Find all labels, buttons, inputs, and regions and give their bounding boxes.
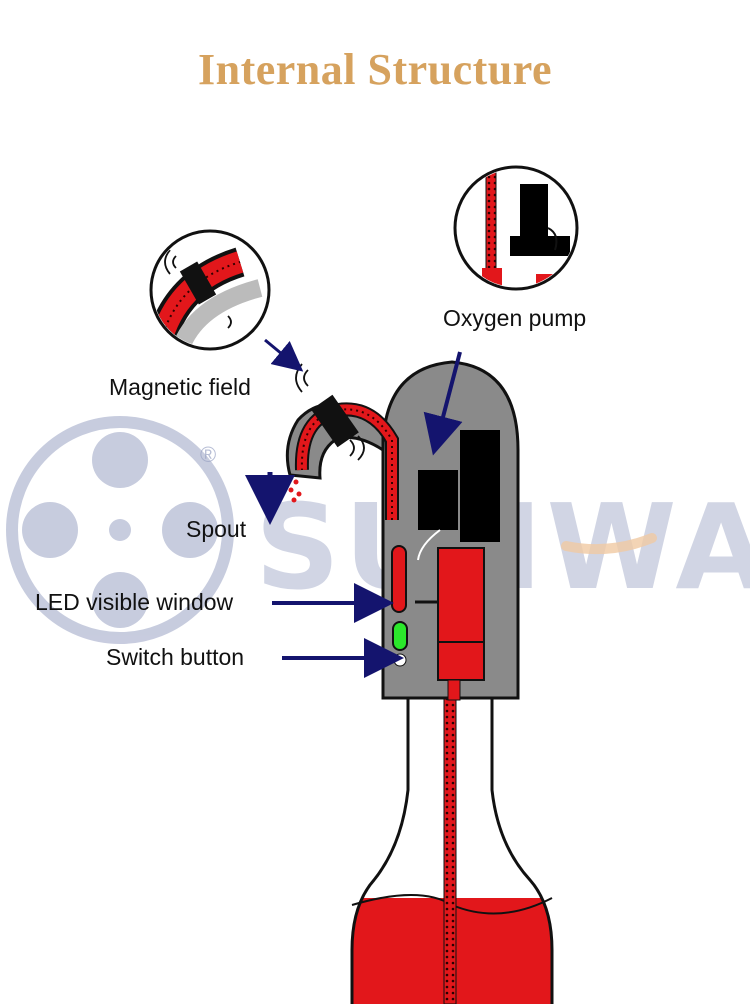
callout-arrows <box>245 338 463 678</box>
magnified-view-pump <box>453 165 579 291</box>
valve-block <box>437 641 485 681</box>
label-spout: Spout <box>186 516 247 542</box>
watermark-logo <box>6 416 234 644</box>
wine-chamber <box>437 547 485 645</box>
arrow-pump <box>423 351 463 456</box>
switch-button <box>393 653 407 667</box>
magnet-band <box>311 394 359 448</box>
registered-mark: ® <box>200 442 216 467</box>
label-switch-button: Switch button <box>106 644 245 670</box>
arrow-magnetic <box>264 338 304 372</box>
label-led-window: LED visible window <box>35 589 234 615</box>
pump-motor <box>418 470 458 530</box>
aerator-device <box>285 360 520 701</box>
page-title: Internal Structure <box>197 45 553 94</box>
magnified-view-magnetic <box>149 229 271 351</box>
led-window <box>391 545 407 613</box>
oxygen-pump <box>460 430 500 542</box>
wine-bottle <box>350 689 554 1004</box>
label-magnetic-field: Magnetic field <box>109 374 251 400</box>
label-oxygen-pump: Oxygen pump <box>443 305 587 331</box>
watermark-swoosh <box>561 533 657 555</box>
intake-tube <box>443 689 457 1004</box>
led-green <box>392 621 408 651</box>
